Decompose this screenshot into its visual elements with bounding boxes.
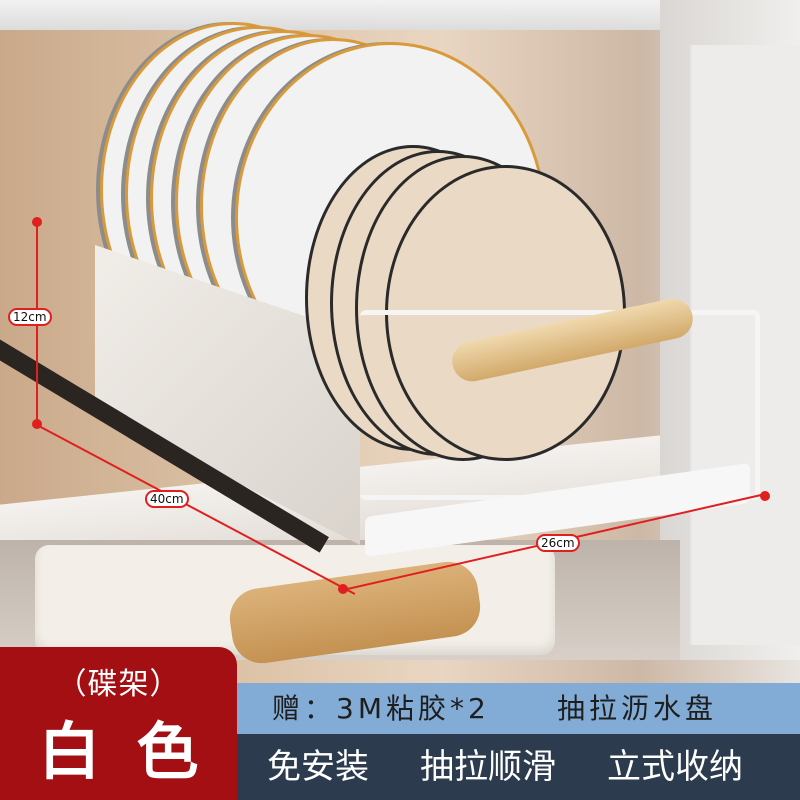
dimension-dot: [32, 217, 42, 227]
dimension-dot: [760, 491, 770, 501]
feature-smooth-pull: 抽拉顺滑: [420, 747, 556, 787]
variant-type: （碟架）: [56, 667, 181, 702]
gift-bar: 赠：3M粘胶*2 抽拉沥水盘: [237, 683, 800, 734]
dimension-dot: [32, 419, 42, 429]
cabinet-door: [690, 45, 800, 645]
width-label: 26cm: [536, 534, 580, 552]
depth-label: 40cm: [145, 490, 189, 508]
variant-color: 白色: [38, 715, 235, 788]
feature-vertical-storage: 立式收纳: [607, 747, 743, 787]
feature-no-install: 免安装: [267, 747, 369, 787]
variant-badge: （碟架） 白色: [0, 647, 237, 800]
feature-bar: 免安装 抽拉顺滑 立式收纳: [237, 734, 800, 800]
gift-text: 赠：3M粘胶*2: [272, 692, 490, 725]
height-label: 12cm: [8, 308, 52, 326]
tray-text: 抽拉沥水盘: [557, 692, 718, 725]
